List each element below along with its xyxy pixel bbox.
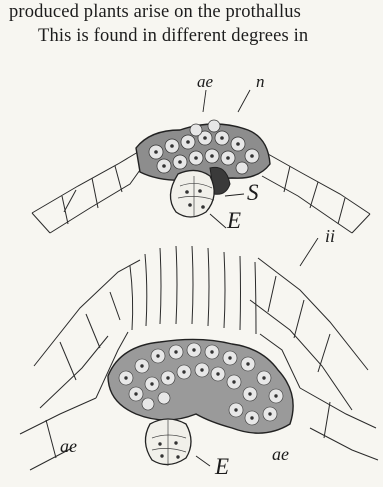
- label-E-lower: E: [215, 454, 229, 480]
- figure-upper-drawing: [0, 68, 383, 238]
- figure-upper-prothallus-section: ae n S E: [0, 68, 383, 238]
- figure-lower-drawing: [0, 238, 383, 487]
- text-line-1: produced plants arise on the prothallus: [9, 1, 383, 23]
- text-line-2: This is found in different degrees in: [38, 25, 383, 47]
- label-ae: ae: [197, 72, 213, 92]
- label-ae-left: ae: [60, 436, 77, 457]
- label-n: n: [256, 72, 265, 92]
- label-ii: ii: [325, 226, 335, 247]
- figure-lower-archegonium-section: ii ae ae E: [0, 238, 383, 487]
- label-S: S: [247, 180, 259, 206]
- label-E-upper: E: [227, 208, 241, 234]
- label-ae-right: ae: [272, 444, 289, 465]
